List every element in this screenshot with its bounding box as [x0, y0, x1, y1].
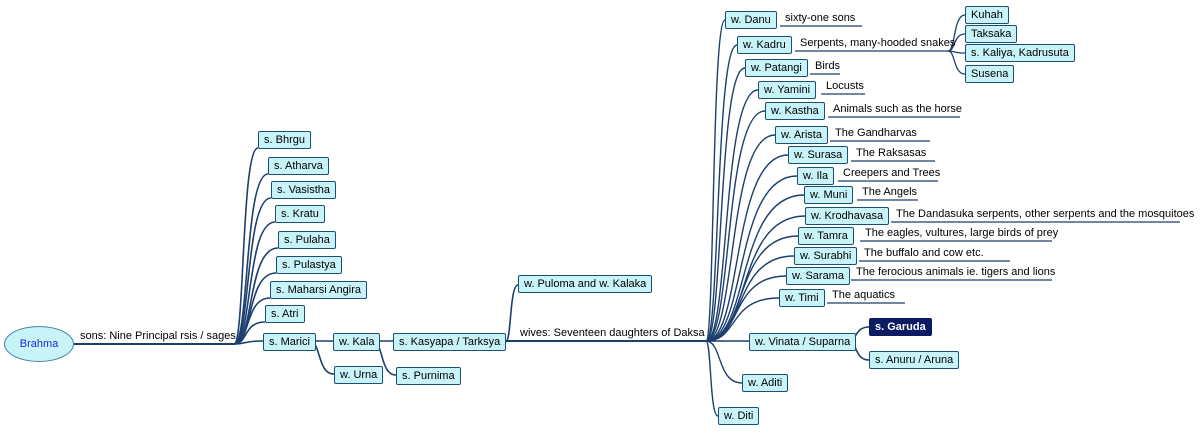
- daughter-node[interactable]: w. Kadru: [737, 36, 792, 54]
- descendant-label: sixty-one sons: [785, 12, 856, 24]
- daughter-node[interactable]: w. Kastha: [765, 102, 825, 120]
- serpent-node[interactable]: s. Kaliya, Kadrusuta: [965, 44, 1075, 62]
- daughter-node[interactable]: w. Muni: [804, 186, 854, 204]
- sage-node[interactable]: s. Bhrgu: [258, 131, 311, 149]
- sage-node[interactable]: s. Atri: [265, 305, 305, 323]
- serpent-node[interactable]: Susena: [965, 65, 1015, 83]
- wife-node-kala[interactable]: w. Kala: [333, 333, 381, 351]
- descendant-label: The buffalo and cow etc.: [864, 247, 984, 259]
- daughter-node[interactable]: w. Tamra: [798, 227, 854, 245]
- descendant-label: The Raksasas: [856, 147, 927, 159]
- sage-node[interactable]: s. Pulaha: [278, 231, 336, 249]
- sage-node[interactable]: s. Vasistha: [271, 181, 336, 199]
- daughter-node[interactable]: w. Surasa: [788, 146, 849, 164]
- wife-node-puloma-kalaka[interactable]: w. Puloma and w. Kalaka: [518, 275, 653, 293]
- daughter-node[interactable]: w. Timi: [779, 289, 825, 307]
- daughter-node[interactable]: w. Yamini: [758, 81, 817, 99]
- descendant-label: Locusts: [826, 80, 864, 92]
- daughter-node[interactable]: w. Danu: [725, 11, 777, 29]
- sage-node[interactable]: s. Pulastya: [276, 256, 342, 274]
- sage-node[interactable]: s. Maharsi Angira: [270, 281, 367, 299]
- son-node-purnima[interactable]: s. Purnima: [396, 367, 461, 385]
- daughter-node[interactable]: w. Patangi: [745, 59, 808, 77]
- descendant-label: Animals such as the horse: [833, 103, 963, 115]
- descendant-label: Serpents, many-hooded snakes: [800, 37, 956, 49]
- descendant-label: The eagles, vultures, large birds of pre…: [865, 227, 1059, 239]
- descendant-label: Birds: [815, 60, 841, 72]
- wives-label: wives: Seventeen daughters of Daksa: [520, 327, 705, 339]
- daughter-node[interactable]: w. Arista: [775, 126, 828, 144]
- descendant-label: The aquatics: [832, 289, 895, 301]
- daughter-node[interactable]: w. Aditi: [742, 374, 789, 392]
- sons-label: sons: Nine Principal rsis / sages: [80, 330, 236, 342]
- descendant-label: The ferocious animals ie. tigers and lio…: [856, 266, 1056, 278]
- descendant-label: The Dandasuka serpents, other serpents a…: [896, 208, 1195, 220]
- descendant-label: Creepers and Trees: [843, 167, 941, 179]
- sage-node-marici[interactable]: s. Marici: [263, 333, 316, 351]
- wife-node-urna[interactable]: w. Urna: [334, 366, 384, 384]
- serpent-node[interactable]: Taksaka: [965, 25, 1018, 43]
- sage-node[interactable]: s. Atharva: [268, 157, 329, 175]
- daughter-node[interactable]: w. Sarama: [786, 267, 850, 285]
- descendant-label: The Angels: [862, 186, 918, 198]
- descendant-label: The Gandharvas: [835, 127, 917, 139]
- daughter-node[interactable]: w. Ila: [797, 167, 835, 185]
- son-node-anuru[interactable]: s. Anuru / Aruna: [869, 351, 960, 369]
- daughter-node-vinata[interactable]: w. Vinata / Suparna: [749, 333, 857, 351]
- daughter-node[interactable]: w. Diti: [718, 407, 760, 425]
- sage-node[interactable]: s. Kratu: [275, 205, 325, 223]
- daughter-node[interactable]: w. Krodhavasa: [805, 207, 890, 225]
- son-node-garuda-selected[interactable]: s. Garuda: [869, 318, 932, 336]
- daughter-node[interactable]: w. Surabhi: [794, 247, 858, 265]
- son-node-kasyapa[interactable]: s. Kasyapa / Tarksya: [393, 333, 507, 351]
- root-node-brahma[interactable]: Brahma: [4, 326, 74, 362]
- serpent-node[interactable]: Kuhah: [965, 6, 1009, 24]
